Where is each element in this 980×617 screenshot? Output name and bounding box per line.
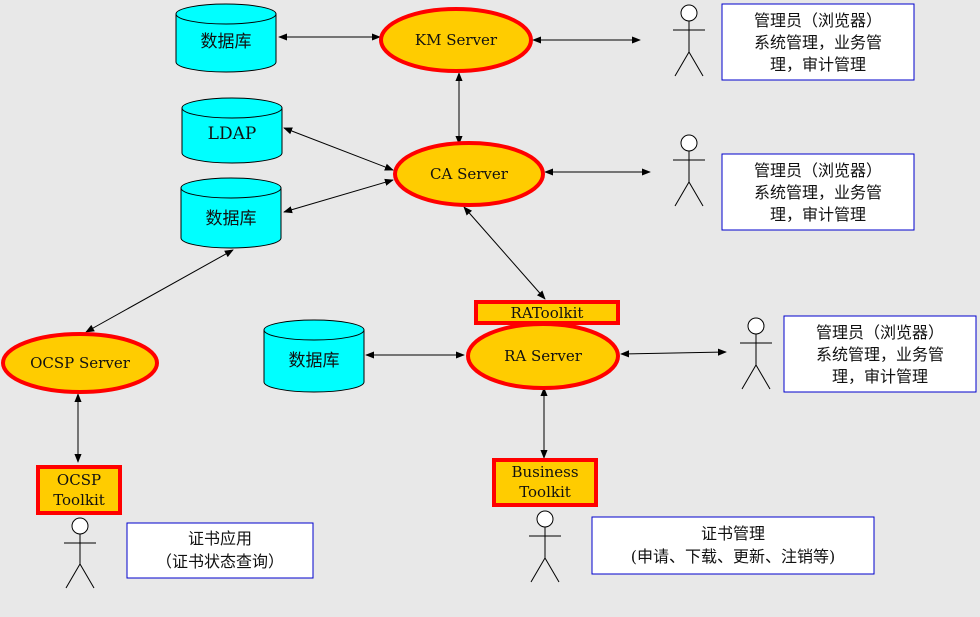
- note-admin1-line2: 系统管理，业务管: [754, 33, 882, 52]
- database-db2-label: 数据库: [206, 209, 257, 229]
- note-admin2-line1: 管理员（浏览器）: [754, 161, 882, 180]
- toolkit-business-line2: Toolkit: [519, 483, 571, 501]
- toolkit-ocsp-line2: Toolkit: [53, 491, 105, 509]
- connectors: [74, 33, 727, 463]
- note-cert-app-line1: 证书应用: [188, 529, 252, 548]
- server-ocsp: OCSP Server: [1, 332, 159, 394]
- toolkit-business: Business Toolkit: [492, 458, 598, 507]
- actor-admin3-icon: [740, 317, 772, 390]
- toolkit-ratoolkit: RAToolkit: [474, 300, 620, 325]
- arrow-ca-ratoolkit: [463, 206, 546, 300]
- note-admin3-line3: 理，审计管理: [832, 367, 928, 386]
- toolkit-ocsp-line1: OCSP: [57, 471, 101, 489]
- server-ocsp-label: OCSP Server: [30, 354, 131, 372]
- actor-admin2-icon: [673, 134, 705, 207]
- actor-business-user-icon: [529, 510, 561, 583]
- server-ca-label: CA Server: [430, 165, 509, 183]
- note-cert-mgmt-line1: 证书管理: [701, 524, 765, 543]
- server-ra-label: RA Server: [504, 347, 583, 365]
- note-admin1-line3: 理，审计管理: [770, 55, 866, 74]
- note-admin3-line1: 管理员（浏览器）: [816, 323, 944, 342]
- database-ldap-label: LDAP: [208, 124, 257, 144]
- actor-ocsp-user-icon: [64, 517, 96, 589]
- database-db3-label: 数据库: [289, 351, 340, 371]
- note-admin1-line1: 管理员（浏览器）: [754, 11, 882, 30]
- server-ra: RA Server: [466, 322, 620, 390]
- note-admin2-line3: 理，审计管理: [770, 205, 866, 224]
- note-cert-app-line2: （证书状态查询）: [156, 552, 284, 571]
- toolkit-business-line1: Business: [511, 463, 578, 481]
- note-cert-mgmt: 证书管理 (申请、下载、更新、注销等): [591, 516, 875, 575]
- note-admin3: 管理员（浏览器） 系统管理，业务管 理，审计管理: [783, 315, 977, 393]
- server-km-label: KM Server: [415, 31, 498, 49]
- database-db1: 数据库: [175, 3, 277, 73]
- arrow-ra-admin3: [620, 348, 727, 358]
- toolkit-ratoolkit-label: RAToolkit: [511, 304, 584, 322]
- database-ldap: LDAP: [181, 97, 283, 164]
- note-admin3-line2: 系统管理，业务管: [816, 345, 944, 364]
- server-ca: CA Server: [393, 141, 545, 207]
- database-db3: 数据库: [263, 319, 365, 393]
- note-cert-mgmt-line2: (申请、下载、更新、注销等): [631, 547, 836, 566]
- actor-admin1-icon: [673, 4, 705, 77]
- arrow-db2-ca: [283, 178, 394, 214]
- note-admin2: 管理员（浏览器） 系统管理，业务管 理，审计管理: [721, 153, 915, 231]
- note-cert-app: 证书应用 （证书状态查询）: [126, 522, 314, 579]
- server-km: KM Server: [379, 7, 533, 73]
- note-admin1: 管理员（浏览器） 系统管理，业务管 理，审计管理: [721, 3, 915, 81]
- database-db2: 数据库: [180, 177, 282, 249]
- arrow-ldap-ca: [283, 127, 394, 171]
- toolkit-ocsp: OCSP Toolkit: [36, 465, 122, 515]
- note-admin2-line2: 系统管理，业务管: [754, 183, 882, 202]
- database-db1-label: 数据库: [201, 32, 252, 52]
- arrow-db2-ocsp: [85, 249, 234, 333]
